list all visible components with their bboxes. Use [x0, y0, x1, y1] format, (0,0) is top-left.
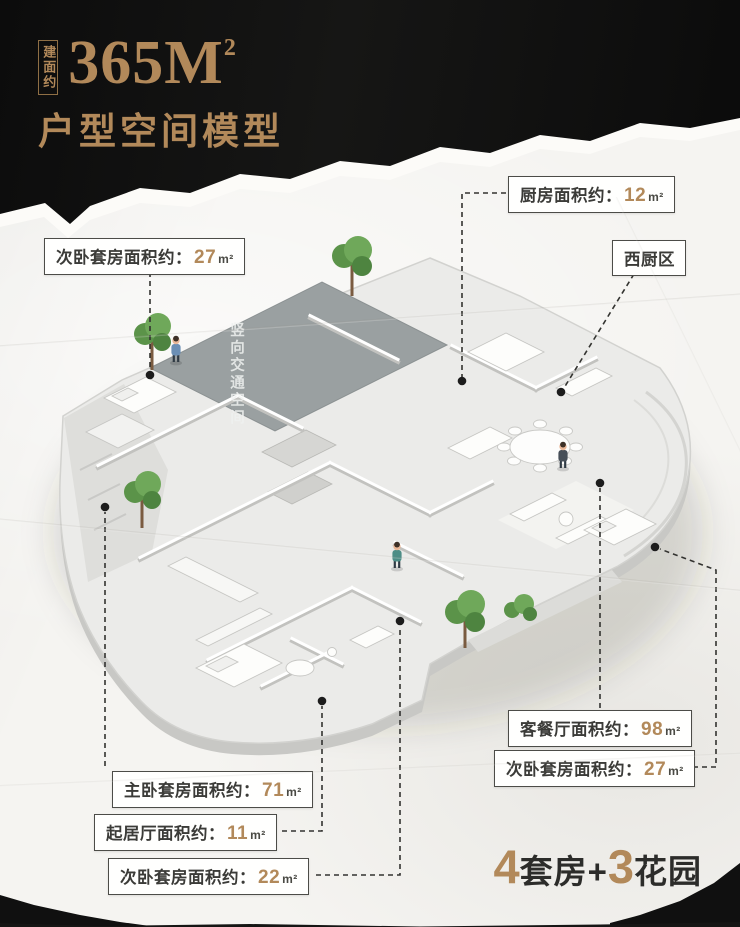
kitchen-counter-2 [554, 367, 614, 397]
connector-bedroom-bottom [316, 626, 401, 876]
tree-top [332, 236, 372, 296]
callout-value: 98 [641, 719, 664, 740]
floorplan-model [53, 236, 703, 756]
callout-unit: m² [250, 828, 266, 842]
kitchen-island [446, 426, 514, 460]
wardrobe [84, 413, 156, 449]
callout-value: 27 [194, 247, 217, 268]
footer-label-gardens: 花园 [634, 853, 702, 890]
footer-number-suites: 4 [493, 840, 520, 893]
dot-bedroom-bottom [395, 616, 405, 626]
dot-bedroom-top [145, 370, 155, 380]
laundry-block [348, 625, 396, 649]
area-exponent: 2 [223, 35, 237, 61]
callout-dots [100, 370, 660, 706]
callout-label: 次卧套房面积约： [120, 869, 256, 887]
terrace-arc-outer [623, 390, 688, 558]
callout-value: 27 [644, 759, 667, 780]
bed-right-pillow [590, 520, 618, 534]
cabinet-2 [194, 607, 274, 647]
area-tag: 建面约 [38, 40, 59, 95]
callout-unit: m² [286, 785, 302, 799]
footer-label-suites: 套房 [519, 853, 588, 890]
callout-unit: m² [665, 724, 681, 738]
connector-kitchen [461, 192, 506, 377]
footer-plus-sign: + [587, 853, 608, 890]
coffee-table [558, 511, 574, 527]
dot-bedroom-right [650, 542, 660, 552]
callout-unit: m² [282, 872, 298, 886]
basin [327, 647, 337, 657]
callout-value: 12 [624, 185, 647, 206]
walls-base [95, 315, 599, 691]
bed-top-left [102, 376, 178, 414]
bush-bottom-right [504, 594, 537, 621]
dining-table [497, 419, 583, 473]
callout-label: 客餐厅面积约： [520, 721, 639, 739]
dining-table-top [509, 429, 571, 465]
person-figure-3 [391, 541, 403, 572]
dot-living-dining [595, 478, 605, 488]
stair-block-1 [261, 429, 337, 468]
connector-sitting-room [282, 706, 323, 832]
callout-label: 次卧套房面积约： [506, 761, 642, 779]
callout-west-kitchen: 西厨区 [612, 240, 686, 276]
callout-label: 主卧套房面积约： [124, 782, 260, 800]
kitchen-counter-1 [466, 332, 546, 372]
callout-label: 次卧套房面积约： [56, 249, 192, 267]
callout-value: 71 [262, 780, 285, 801]
callout-unit: m² [668, 764, 684, 778]
callout-value: 11 [227, 823, 249, 844]
bed-right [582, 508, 658, 546]
area-unit-letter: M [164, 29, 224, 97]
dot-west-kitchen [556, 387, 566, 397]
bed-master-pillow [204, 655, 240, 673]
connector-west-kitchen [563, 273, 635, 389]
person-figure-1 [170, 335, 182, 366]
dot-kitchen [457, 376, 467, 386]
core-circulation-label: 竖向交通空间 [228, 322, 244, 427]
dot-master-bedroom [100, 502, 110, 512]
callout-connectors [104, 192, 717, 876]
garden-left-hatch [79, 453, 127, 531]
callout-label: 起居厅面积约： [106, 825, 225, 843]
bed-master [194, 643, 284, 688]
connector-bedroom-right [659, 548, 717, 768]
bed-top-left-pillow [110, 387, 140, 402]
area-number: 365 [68, 29, 165, 97]
bathtub [285, 659, 315, 677]
dot-sitting-room [317, 696, 327, 706]
callout-value: 22 [258, 867, 281, 888]
core-slab [148, 281, 449, 432]
callout-label: 厨房面积约： [520, 187, 622, 205]
cabinet-1 [166, 556, 260, 603]
header: 建面约 365M2 户型空间模型 [38, 32, 284, 155]
callout-unit: m² [218, 252, 234, 266]
walls-top [95, 313, 599, 688]
area-value: 365M2 [68, 32, 237, 94]
sofa-1 [508, 492, 568, 522]
tree-bottom [445, 590, 485, 648]
callout-label: 西厨区 [624, 251, 675, 269]
footer-number-gardens: 3 [607, 840, 634, 893]
tree-left-lower [124, 471, 161, 528]
person-figure-2 [557, 441, 569, 472]
callout-unit: m² [648, 190, 664, 204]
poster-title: 户型空间模型 [38, 111, 284, 152]
garden-bottom-right [468, 570, 622, 652]
